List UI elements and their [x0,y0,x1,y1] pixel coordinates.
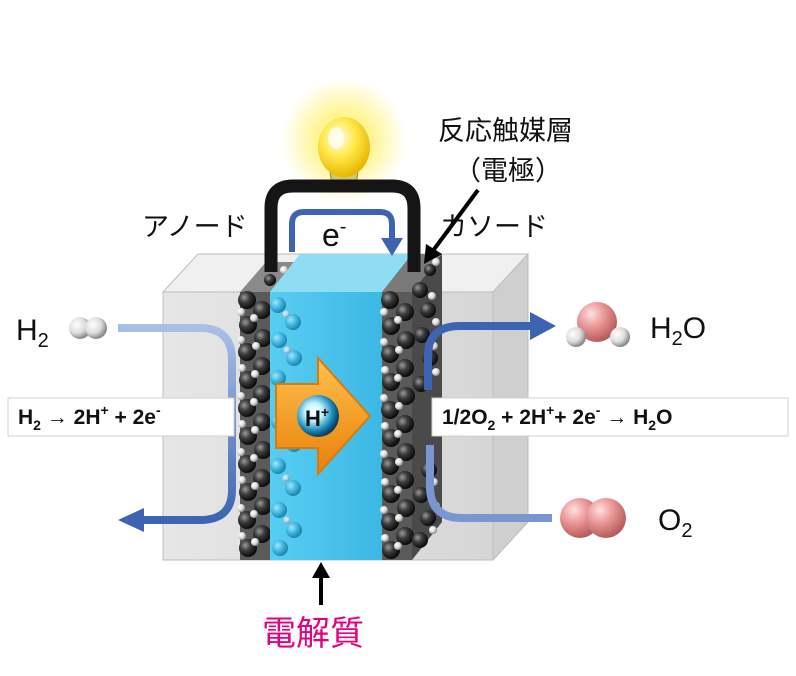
cathode-equation: 1/2O2 + 2H++ 2e- → H2O [442,402,672,433]
anode-equation-banner [7,397,235,437]
cathode-carbon-particles [380,258,440,559]
anode-equation: H2 → 2H+ + 2e- [18,402,161,433]
catalyst-pointer-arrow [424,188,480,264]
h2o-molecule-icon [566,302,630,347]
o2-molecule-icon [560,498,626,538]
electrode-label: （電極） [454,156,562,187]
circuit-wire [264,179,421,272]
h2-label: H2 [16,314,49,352]
anode-label: アノード [142,212,248,243]
catalyst-layer-label: 反応触媒層 [438,116,573,147]
electrolyte-pointer-arrow [312,562,330,605]
proton-arrow-icon [275,355,372,477]
electron-label: e- [322,216,346,253]
anode-catalyst-layer [237,262,296,560]
h2o-label: H2O [650,312,706,350]
cathode-equation-banner [431,397,789,437]
proton-label: H+ [305,404,329,431]
electrolyte-label: 電解質 [262,614,364,654]
oxygen-inflow-arrow [426,445,552,522]
electron-flow-arrow [289,209,403,256]
water-outflow-arrow [424,312,556,390]
h2-molecule-icon [69,317,107,339]
anode-carbon-particles [237,266,288,557]
o2-label: O2 [658,504,692,542]
